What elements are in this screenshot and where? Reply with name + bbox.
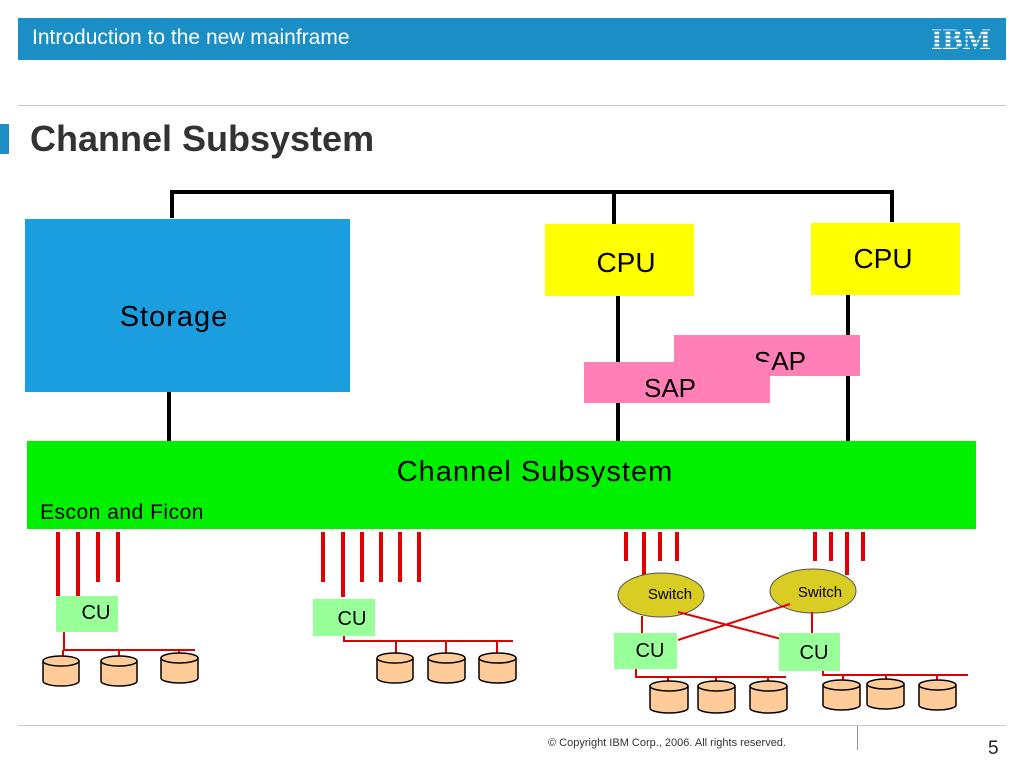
sap-label-2: SAP — [644, 373, 696, 403]
storage-label: Storage — [120, 301, 229, 333]
disk-drive — [42, 655, 80, 687]
switch-label-1: Switch — [648, 586, 692, 603]
page-title: Channel Subsystem — [30, 118, 375, 159]
disk-drive — [697, 680, 736, 714]
cpu-box-2 — [811, 223, 960, 295]
switch-1 — [617, 572, 705, 618]
title-marker — [0, 124, 9, 154]
header-title: Introduction to the new mainframe — [32, 26, 350, 49]
cu-box-2 — [313, 599, 375, 636]
disk-drive — [866, 678, 905, 710]
system-bus — [170, 190, 894, 224]
cu-label-2: CU — [338, 608, 367, 630]
footer-divider — [18, 725, 1006, 726]
switch-label-2: Switch — [798, 584, 842, 601]
cu-label-1: CU — [82, 602, 111, 624]
footer-separator — [857, 726, 858, 750]
disk-drives — [42, 652, 957, 714]
disk-drive — [427, 652, 466, 684]
cpu-label-1: CPU — [596, 247, 655, 278]
sap-box-2 — [584, 362, 770, 403]
cu-box-1 — [56, 596, 118, 632]
cpu-label-2: CPU — [853, 243, 912, 274]
cu-box-4 — [779, 633, 840, 671]
disk-drive — [822, 679, 861, 711]
escon-ficon-label: Escon and Ficon — [40, 501, 204, 524]
disk-drive — [918, 679, 957, 711]
disk-drive — [376, 652, 414, 684]
channel-paths — [56, 532, 865, 597]
cu-box-3 — [614, 633, 677, 669]
storage-box — [25, 219, 350, 392]
disk-drive — [649, 680, 689, 714]
ibm-logo: IBM — [928, 23, 994, 55]
copyright-text: © Copyright IBM Corp., 2006. All rights … — [548, 737, 786, 749]
header-bar: Introduction to the new mainframe IBM — [18, 18, 1006, 60]
disk-drive — [160, 652, 199, 684]
switch-links — [641, 603, 813, 641]
disk-drive — [749, 680, 788, 714]
cu-label-4: CU — [800, 642, 829, 664]
cpu-box-1 — [545, 224, 694, 296]
disk-drive — [478, 652, 517, 684]
page-number: 5 — [988, 738, 999, 759]
channel-subsystem-box — [27, 441, 976, 529]
header-divider — [18, 105, 1006, 106]
disk-drive — [100, 655, 138, 687]
channel-subsystem-diagram: Storage CPU CPU SAP SAP Channel Subsyste… — [25, 190, 976, 714]
cu-label-3: CU — [636, 640, 665, 662]
channel-subsystem-label: Channel Subsystem — [397, 456, 674, 488]
